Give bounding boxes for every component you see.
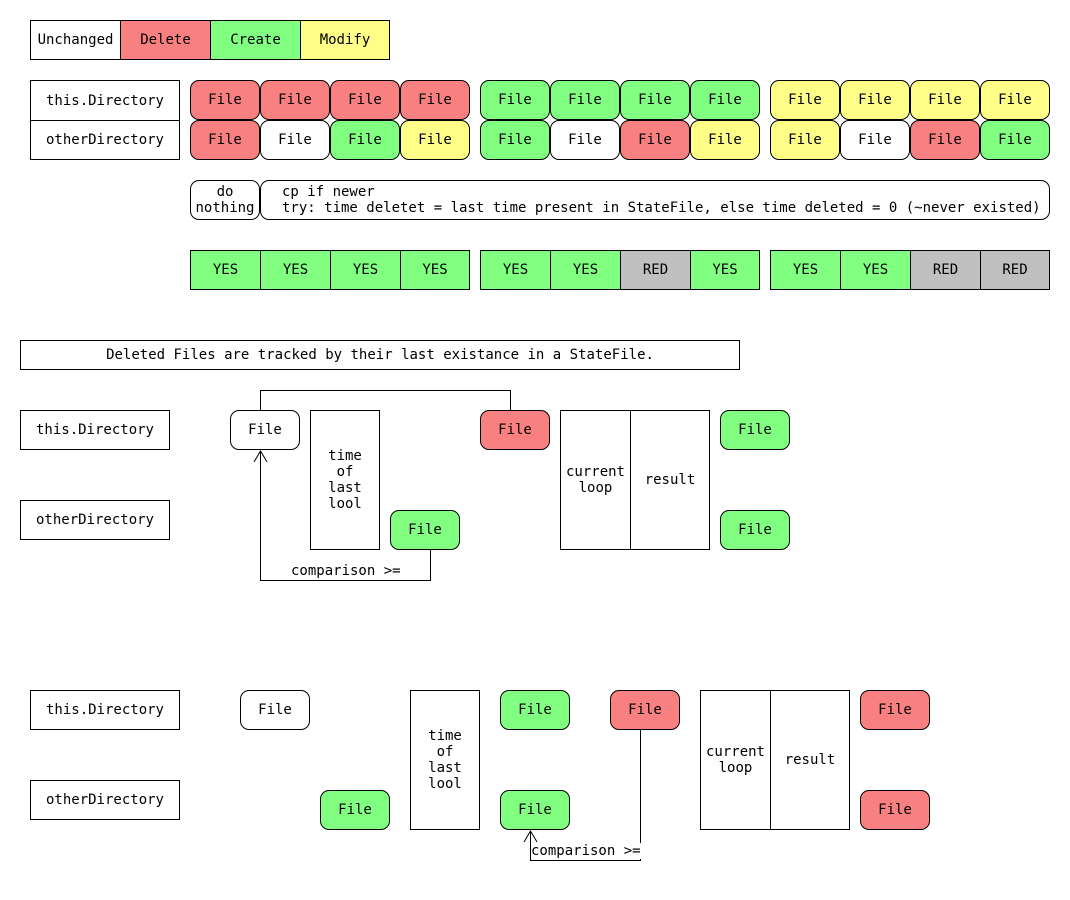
bottom-result-this-file: File — [860, 690, 930, 730]
this-file-12: File — [980, 80, 1050, 120]
statefile-note: Deleted Files are tracked by their last … — [20, 340, 740, 370]
this-file-9: File — [770, 80, 840, 120]
bottom-comparison-label: comparison >= — [531, 843, 641, 859]
bottom-other-file-created: File — [500, 790, 570, 830]
mid-comparison-label: comparison >= — [291, 563, 401, 579]
other-file-7: File — [620, 120, 690, 160]
bottom-this-file-deleted: File — [610, 690, 680, 730]
result-cell: RED — [620, 250, 691, 290]
this-file-8: File — [690, 80, 760, 120]
bottom-this-file-prev: File — [240, 690, 310, 730]
other-file-3: File — [330, 120, 400, 160]
other-file-2: File — [260, 120, 330, 160]
result-cell: YES — [190, 250, 261, 290]
this-file-2: File — [260, 80, 330, 120]
legend-modify: Modify — [300, 20, 390, 60]
mid-current-loop: current loop — [560, 410, 631, 550]
other-file-11: File — [910, 120, 980, 160]
result-cell: YES — [260, 250, 331, 290]
connector-top — [260, 390, 511, 410]
other-file-6: File — [550, 120, 620, 160]
bottom-time-of-last-loop: time of last lool — [410, 690, 480, 830]
mid-result: result — [630, 410, 710, 550]
legend-unchanged: Unchanged — [30, 20, 121, 60]
other-file-4: File — [400, 120, 470, 160]
bottom-current-loop: current loop — [700, 690, 771, 830]
result-cell: YES — [690, 250, 760, 290]
other-file-12: File — [980, 120, 1050, 160]
legend-create: Create — [210, 20, 301, 60]
mid-result-other-file: File — [720, 510, 790, 550]
other-file-9: File — [770, 120, 840, 160]
this-file-10: File — [840, 80, 910, 120]
row-label-this-directory: this.Directory — [30, 80, 180, 121]
bottom-other-file-prev: File — [320, 790, 390, 830]
result-cell: RED — [910, 250, 981, 290]
other-file-8: File — [690, 120, 760, 160]
legend-delete: Delete — [120, 20, 211, 60]
result-cell: YES — [840, 250, 911, 290]
result-cell: YES — [330, 250, 401, 290]
mid-this-file-prev: File — [230, 410, 300, 450]
other-file-1: File — [190, 120, 260, 160]
other-file-10: File — [840, 120, 910, 160]
this-file-1: File — [190, 80, 260, 120]
bottom-this-file-created: File — [500, 690, 570, 730]
this-file-7: File — [620, 80, 690, 120]
this-file-6: File — [550, 80, 620, 120]
arrow-head-2 — [523, 830, 538, 843]
bottom-result-other-file: File — [860, 790, 930, 830]
mid-result-this-file: File — [720, 410, 790, 450]
bottom-label-other-directory: otherDirectory — [30, 780, 180, 820]
this-file-3: File — [330, 80, 400, 120]
mid-other-file-created: File — [390, 510, 460, 550]
result-cell: RED — [980, 250, 1050, 290]
arrow-head-1 — [253, 450, 268, 463]
result-cell: YES — [400, 250, 470, 290]
comparison-line-2 — [530, 730, 641, 861]
result-cell: YES — [480, 250, 551, 290]
action-do-nothing: do nothing — [190, 180, 260, 220]
this-file-5: File — [480, 80, 550, 120]
this-file-11: File — [910, 80, 980, 120]
other-file-5: File — [480, 120, 550, 160]
mid-this-file-deleted: File — [480, 410, 550, 450]
result-cell: YES — [770, 250, 841, 290]
bottom-result: result — [770, 690, 850, 830]
comparison-line-1 — [260, 452, 431, 581]
mid-label-this-directory: this.Directory — [20, 410, 170, 450]
this-file-4: File — [400, 80, 470, 120]
mid-time-of-last-loop: time of last lool — [310, 410, 380, 550]
action-cp-if-newer: cp if newer try: time deletet = last tim… — [260, 180, 1050, 220]
mid-label-other-directory: otherDirectory — [20, 500, 170, 540]
row-label-other-directory: otherDirectory — [30, 120, 180, 160]
bottom-label-this-directory: this.Directory — [30, 690, 180, 730]
